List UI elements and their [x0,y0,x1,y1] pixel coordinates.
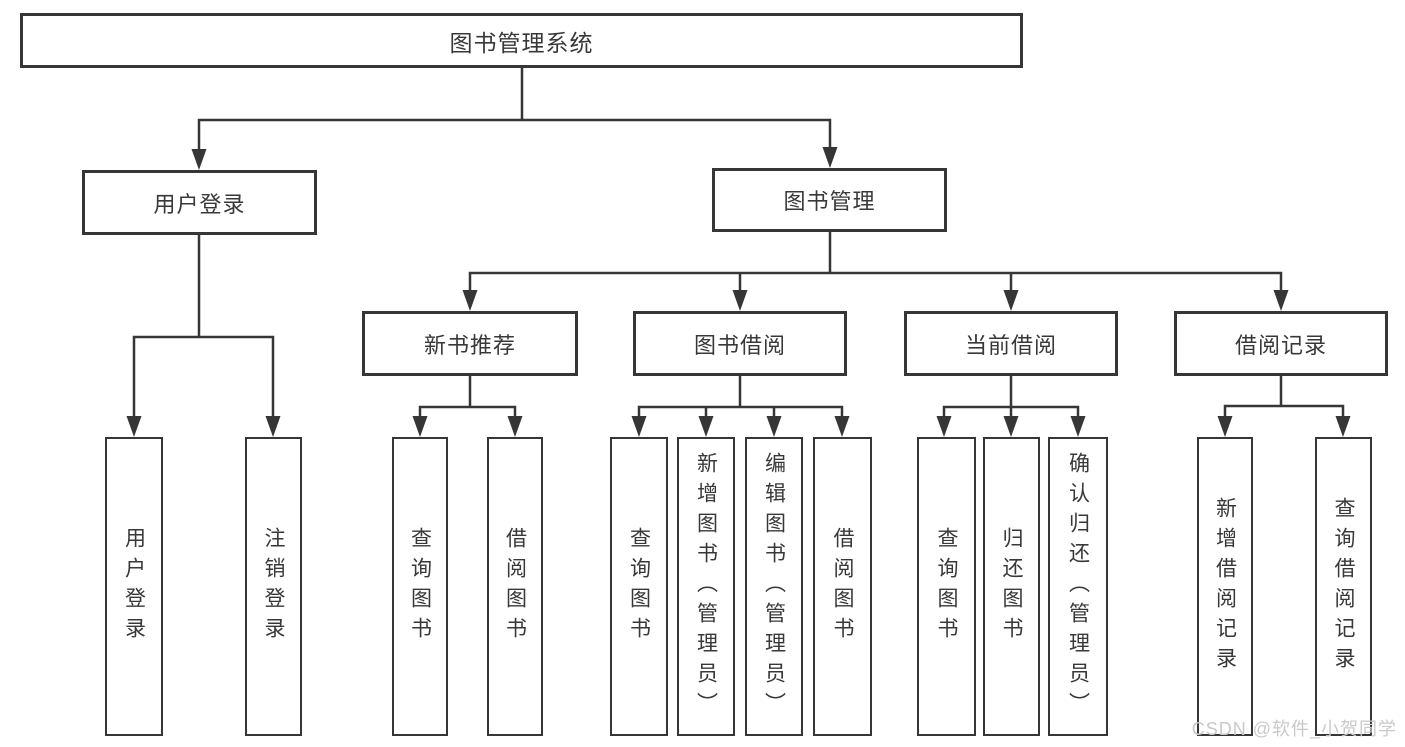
arrowhead [1335,416,1351,437]
node-book-borrowing: 图书借阅 [633,311,847,376]
leaf-query-books-recommend: 查询图书 [392,437,448,736]
connector-user-login [132,233,275,426]
leaf-confirm-return-admin: 确认归还（管理员） [1048,437,1108,736]
leaf-edit-books-admin: 编辑图书（管理员） [745,437,803,736]
leaf-add-borrow-record: 新增借阅记录 [1197,437,1253,736]
leaf-label: 查询图书 [627,526,651,647]
arrowhead [507,416,523,437]
leaf-borrow-books: 借阅图书 [813,437,872,736]
leaf-user-login: 用户登录 [105,437,163,736]
arrowhead [936,416,952,437]
arrowhead [1070,416,1086,437]
leaf-label: 借阅图书 [503,526,527,647]
connector-book-borrowing [637,374,844,426]
leaf-label: 编辑图书（管理员） [762,451,786,722]
arrowhead [126,416,142,437]
leaf-logout-login: 注销登录 [245,437,302,736]
node-label: 新书推荐 [423,332,516,358]
leaf-label: 查询图书 [935,526,958,647]
node-book-management: 图书管理 [712,168,947,232]
connector-current-borrowing [942,374,1080,426]
leaf-query-books-borrowing: 查询图书 [610,437,668,736]
node-label: 图书借阅 [693,332,786,358]
arrowhead [766,416,782,437]
node-label: 借阅记录 [1234,332,1327,358]
node-current-borrowing: 当前借阅 [904,311,1118,376]
node-library-system: 图书管理系统 [20,13,1023,68]
leaf-label: 查询图书 [408,526,432,647]
arrowhead [1273,290,1289,311]
leaf-label: 借阅图书 [831,526,854,647]
leaf-return-books: 归还图书 [983,437,1040,736]
leaf-label: 查询借阅记录 [1332,496,1355,677]
arrowhead [462,290,478,311]
leaf-label: 新增借阅记录 [1213,496,1237,677]
arrowhead [191,149,207,170]
leaf-label: 注销登录 [262,526,285,647]
arrowhead [1217,416,1233,437]
arrowhead [1003,416,1019,437]
leaf-label: 确认归还（管理员） [1066,451,1090,722]
connector-book-management [468,230,1283,301]
leaf-label: 用户登录 [122,526,146,647]
connector-root [197,66,832,158]
leaf-query-borrow-record: 查询借阅记录 [1315,437,1372,736]
leaf-label: 归还图书 [1000,526,1023,647]
node-label: 图书管理 [783,189,876,214]
arrowhead [834,416,850,437]
leaf-query-books-current: 查询图书 [917,437,976,736]
node-label: 用户登录 [153,191,246,217]
node-borrowing-records: 借阅记录 [1174,311,1388,376]
node-label: 图书管理系统 [449,29,594,56]
leaf-borrow-books-recommend: 借阅图书 [487,437,543,736]
leaf-add-books-admin: 新增图书（管理员） [677,437,735,736]
connector-new-book [418,374,517,426]
arrowhead [631,416,647,437]
watermark-text: CSDN @软件_小贺同学 [1191,719,1397,739]
node-user-login: 用户登录 [82,170,317,235]
arrowhead [698,416,714,437]
arrowhead [265,416,281,437]
arrowhead [822,147,838,168]
connector-borrowing-records [1223,374,1345,426]
arrowhead [412,416,428,437]
node-new-book-recommendation: 新书推荐 [362,311,578,376]
arrowhead [1003,290,1019,311]
leaf-label: 新增图书（管理员） [694,451,718,722]
node-label: 当前借阅 [964,332,1057,358]
arrowhead [732,290,748,311]
